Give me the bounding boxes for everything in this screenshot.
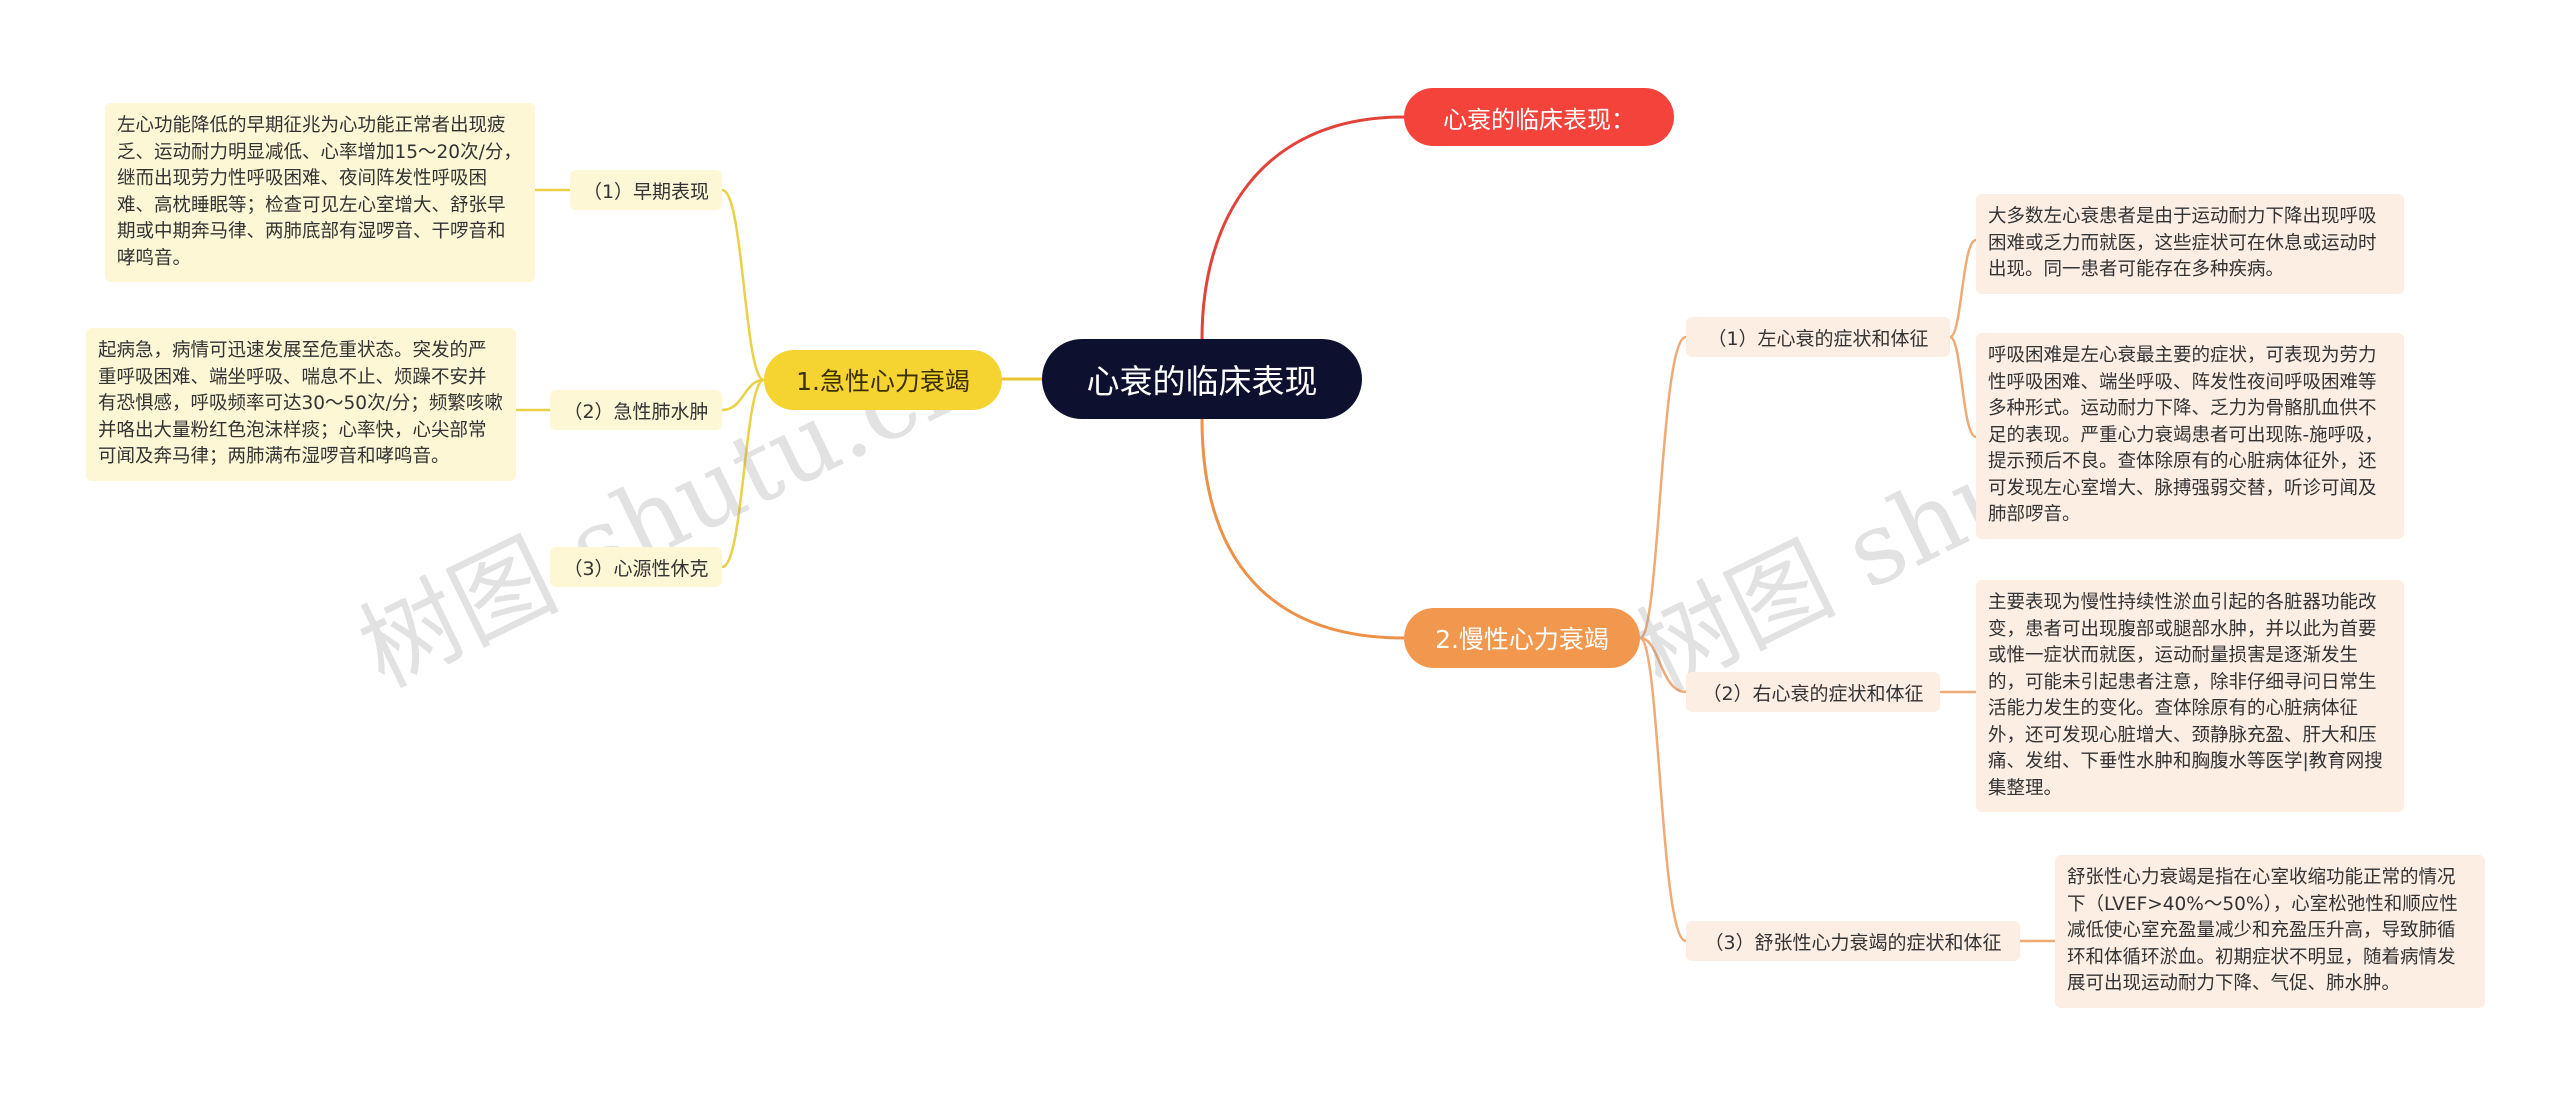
detail-early-signs: 左心功能降低的早期征兆为心功能正常者出现疲乏、运动耐力明显减低、心率增加15～2…	[105, 103, 535, 282]
root-topic[interactable]: 心衰的临床表现	[1042, 339, 1362, 419]
detail-right-heart-failure: 主要表现为慢性持续性淤血引起的各脏器功能改变，患者可出现腹部或腿部水肿，并以此为…	[1976, 580, 2404, 812]
topic-diastolic-heart-failure[interactable]: （3）舒张性心力衰竭的症状和体征	[1686, 921, 2020, 961]
topic-early-signs[interactable]: （1）早期表现	[570, 170, 722, 210]
detail-left-heart-failure-2: 呼吸困难是左心衰最主要的症状，可表现为劳力性呼吸困难、端坐呼吸、阵发性夜间呼吸困…	[1976, 333, 2404, 539]
link-chronic-2	[1639, 636, 1687, 694]
detail-diastolic-heart-failure: 舒张性心力衰竭是指在心室收缩功能正常的情况下（LVEF>40%～50%），心室松…	[2055, 855, 2485, 1008]
link-acute-1	[721, 188, 765, 382]
detail-acute-pulmonary-edema: 起病急，病情可迅速发展至危重状态。突发的严重呼吸困难、端坐呼吸、喘息不止、烦躁不…	[86, 328, 516, 481]
link-acute-3	[721, 378, 765, 569]
link-chronic-3	[1638, 636, 1687, 943]
topic-cardiogenic-shock[interactable]: （3）心源性休克	[550, 547, 722, 587]
link-chronic-1-detail-b	[1949, 335, 1977, 439]
topic-acute-pulmonary-edema[interactable]: （2）急性肺水肿	[550, 390, 722, 430]
link-root-intro	[1200, 115, 1405, 340]
link-root-chronic	[1200, 418, 1405, 640]
link-chronic-1	[1638, 335, 1687, 640]
link-chronic-1-detail-a	[1949, 238, 1977, 339]
branch-chronic-heart-failure[interactable]: 2.慢性心力衰竭	[1404, 608, 1640, 668]
topic-left-heart-failure[interactable]: （1）左心衰的症状和体征	[1686, 317, 1950, 357]
topic-right-heart-failure[interactable]: （2）右心衰的症状和体征	[1686, 672, 1940, 712]
link-acute-2	[721, 378, 765, 412]
branch-acute-heart-failure[interactable]: 1.急性心力衰竭	[764, 350, 1002, 410]
detail-left-heart-failure-1: 大多数左心衰患者是由于运动耐力下降出现呼吸困难或乏力而就医，这些症状可在休息或运…	[1976, 194, 2404, 294]
branch-intro[interactable]: 心衰的临床表现：	[1404, 88, 1674, 146]
